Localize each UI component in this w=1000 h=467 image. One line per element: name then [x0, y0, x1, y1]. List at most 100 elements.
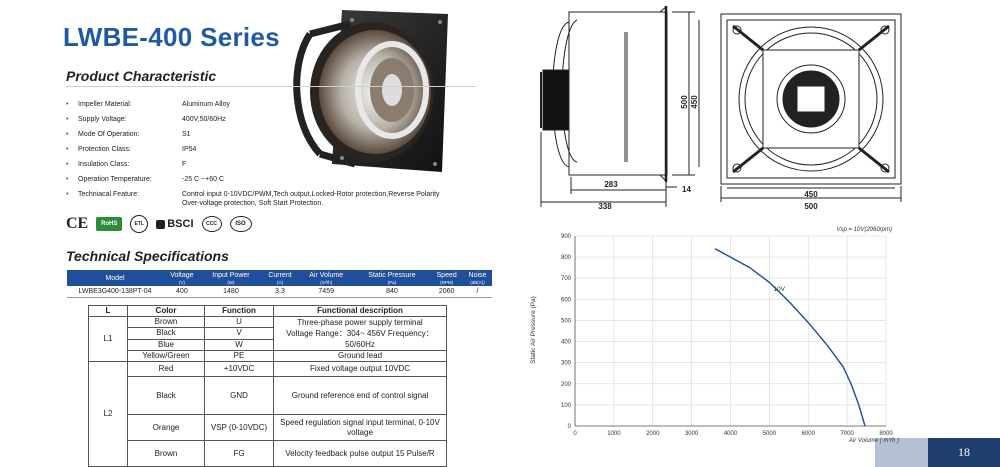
characteristic-value: 400V,50/60Hz [182, 116, 226, 123]
technical-specifications-title: Technical Specifications [66, 248, 229, 264]
certification-logos: CE RoHS ETL BSCI CCC ISO [66, 213, 252, 235]
chart-grid [574, 235, 887, 427]
characteristic-row: •Supply Voltage:400V,50/60Hz [66, 112, 486, 127]
characteristic-label: Protection Class: [78, 146, 131, 153]
x-tick-label: 3000 [685, 431, 699, 437]
spec-cell: LWBE3G400-138PT-04 [67, 286, 163, 298]
y-tick-label: 200 [561, 382, 572, 388]
spec-header-cell: Air Volume(m³/h) [298, 270, 354, 286]
y-tick-label: 800 [561, 255, 572, 261]
spec-cell: / [463, 286, 492, 298]
spec-table: Model Voltage(V) Input Power(W) Current(… [67, 270, 492, 298]
characteristic-row: •Insulation Class:F [66, 157, 486, 172]
x-tick-label: 1000 [607, 431, 621, 437]
wiring-color-cell: Black [127, 376, 205, 415]
characteristic-label: Impeller Material: [78, 101, 132, 108]
dim-label: 14 [682, 185, 691, 194]
characteristic-label: Mode Of Operation: [78, 131, 140, 138]
wiring-desc-cell: Fixed voltage output 10VDC [273, 361, 447, 377]
wiring-function-cell: FG [204, 440, 274, 467]
spec-header-row: Model Voltage(V) Input Power(W) Current(… [67, 270, 492, 286]
wiring-row: Blue W [89, 338, 447, 352]
wiring-header-row: L Color Function Functional description [88, 305, 447, 317]
wiring-color-cell: Red [127, 361, 205, 377]
x-tick-label: 5000 [763, 431, 777, 437]
x-tick-label: 0 [573, 431, 577, 437]
wiring-table: L Color Function Functional description … [88, 305, 447, 467]
wiring-function-cell: W [204, 338, 274, 352]
wiring-row: Brown FG Velocity feedback pulse output … [89, 440, 447, 467]
spec-cell: 7459 [298, 286, 354, 298]
dim-label: 500 [804, 202, 818, 211]
spec-row: LWBE3G400-138PT-04 400 1480 3.3 7459 840… [67, 286, 492, 298]
dimension-drawing: 283 14 338 500 450 450 500 [540, 5, 902, 211]
dim-label: 283 [604, 180, 618, 189]
characteristic-label: Techniacal Feature: [78, 191, 140, 198]
characteristic-value: F [182, 161, 187, 168]
y-tick-label: 300 [561, 361, 572, 367]
characteristic-value: IP54 [182, 146, 197, 153]
wiring-row: L2 Red +10VDC Fixed voltage output 10VDC [88, 361, 447, 467]
side-view-drawing [540, 5, 700, 207]
chart-axes [574, 236, 886, 427]
characteristic-label: Insulation Class: [78, 161, 130, 168]
etl-logo: ETL [130, 215, 149, 233]
spec-header-cell: Voltage(V) [163, 270, 201, 286]
y-tick-label: 400 [561, 340, 572, 346]
x-tick-label: 6000 [802, 431, 816, 437]
x-tick-label: 2000 [646, 431, 660, 437]
characteristic-label: Supply Voltage: [78, 116, 127, 123]
characteristic-list: •Impeller Material:Aluminum Alloy •Suppl… [66, 97, 486, 208]
wiring-color-cell: Blue [127, 338, 205, 352]
dim-label: 450 [804, 190, 818, 199]
characteristic-value: Aluminum Alloy [182, 101, 230, 108]
y-tick-label: 700 [561, 276, 572, 282]
y-tick-label: 100 [561, 403, 572, 409]
dim-label: 500 [680, 95, 689, 109]
wiring-color-cell: Orange [127, 414, 205, 441]
wiring-function-cell: VSP (0-10VDC) [204, 414, 274, 441]
spec-cell: 1480 [200, 286, 262, 298]
rohs-logo: RoHS [96, 217, 123, 231]
wiring-color-cell: Brown [127, 440, 205, 467]
characteristic-value: S1 [182, 131, 191, 138]
wiring-header-cell: Function [204, 305, 274, 317]
wiring-group-cell: L1 [88, 316, 128, 362]
wiring-header-cell: Color [127, 305, 205, 317]
characteristic-row: •Techniacal Feature:Control input 0-10VD… [66, 191, 440, 207]
x-axis-label: Air Volume ( m³/h ) [848, 438, 899, 444]
characteristic-value-continued: Over-voltage protection, Soft Start Prot… [182, 200, 324, 207]
section-divider [66, 86, 476, 87]
bsci-logo: BSCI [156, 218, 194, 230]
product-characteristic-title: Product Characteristic [66, 68, 217, 84]
x-tick-label: 7000 [840, 431, 854, 437]
wiring-group-cell: L2 [88, 361, 128, 467]
spec-header-cell: Input Power(W) [200, 270, 262, 286]
series-line-10v [714, 248, 866, 427]
wiring-row: Yellow/Green PE Ground lead [89, 350, 447, 362]
characteristic-row: •Mode Of Operation:S1 [66, 127, 486, 142]
spec-cell: 840 [353, 286, 431, 298]
wiring-desc-cell: Ground reference end of control signal [273, 376, 447, 415]
spec-header-cell: Current(A) [261, 270, 299, 286]
spec-cell: 400 [163, 286, 201, 298]
spec-header-cell: Static Pressure(Pa) [353, 270, 431, 286]
wiring-desc-cell: Ground lead [273, 350, 447, 362]
spec-cell: 2060 [430, 286, 463, 298]
wiring-color-cell: Brown [127, 315, 205, 329]
y-tick-label: 0 [568, 424, 572, 430]
series-title: LWBE-400 Series [63, 22, 280, 52]
ce-logo: CE [66, 215, 89, 232]
wiring-function-cell: V [204, 327, 274, 340]
iso-logo: ISO [229, 216, 252, 232]
front-view-drawing [720, 13, 902, 202]
wiring-function-cell: +10VDC [204, 361, 274, 377]
wiring-desc-cell: Speed regulation signal input terminal, … [273, 414, 447, 441]
wiring-function-cell: U [204, 315, 274, 329]
dim-label: 450 [690, 95, 699, 109]
characteristic-label: Operation Temperature: [78, 176, 152, 183]
chart-title: Vsp = 10V(2060rpm) [836, 227, 892, 233]
page-badge-strip [875, 438, 928, 467]
spec-header-cell: Model [67, 270, 163, 286]
